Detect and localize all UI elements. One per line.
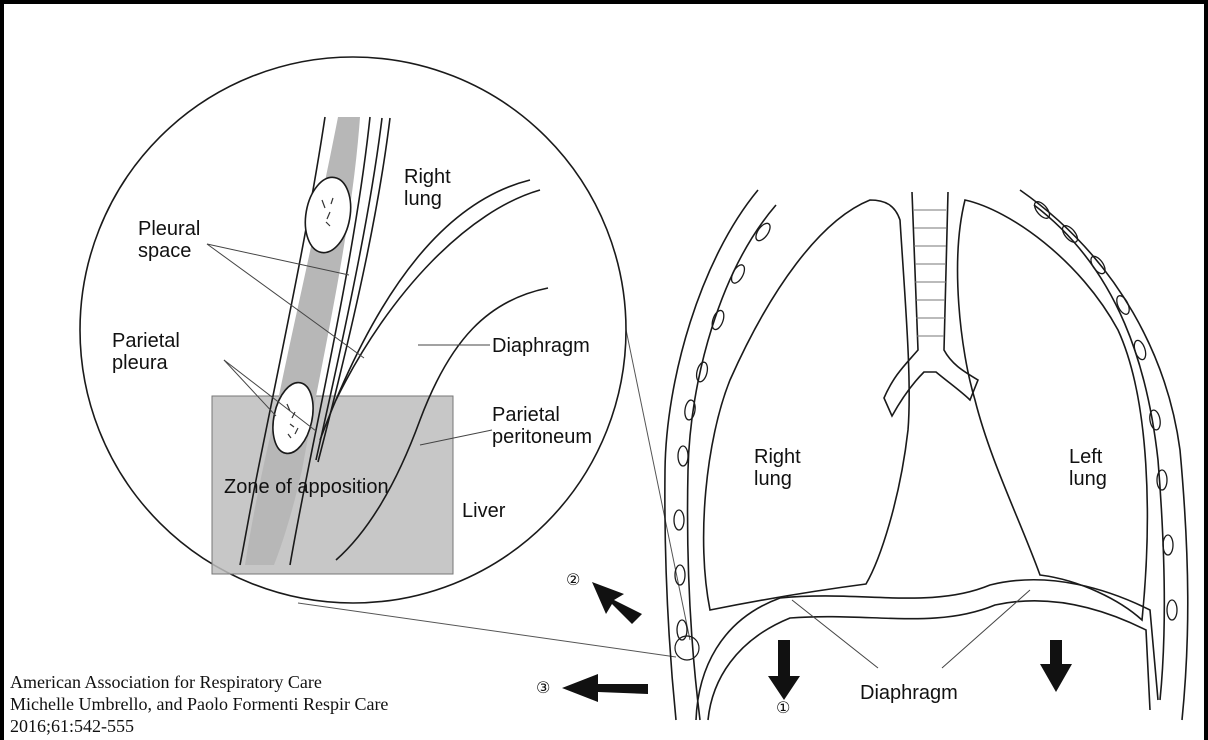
main-right-lung-label: Right lung (754, 446, 801, 490)
credit-line-2: Michelle Umbrello, and Paolo Formenti Re… (10, 693, 388, 715)
marker-one: ① (776, 698, 790, 717)
inset-right-lung-label: Right lung (404, 166, 451, 210)
marker-two: ② (566, 570, 580, 589)
zone-of-apposition-label: Zone of apposition (224, 476, 389, 498)
main-diaphragm-label: Diaphragm (860, 682, 958, 704)
credit-line-1: American Association for Respiratory Car… (10, 671, 388, 693)
parietal-pleura-label: Parietal pleura (112, 330, 180, 374)
thorax-drawing (665, 190, 1188, 720)
credit-line-3: 2016;61:542-555 (10, 715, 388, 737)
parietal-peritoneum-label: Parietal peritoneum (492, 404, 592, 448)
source-credit: American Association for Respiratory Car… (10, 671, 392, 737)
main-left-lung-label: Left lung (1069, 446, 1107, 490)
pleural-space-label: Pleural space (138, 218, 200, 262)
marker-three: ③ (536, 678, 550, 697)
liver-label: Liver (462, 500, 505, 522)
inset-diaphragm-label: Diaphragm (492, 335, 590, 357)
movement-arrows (562, 582, 1072, 702)
